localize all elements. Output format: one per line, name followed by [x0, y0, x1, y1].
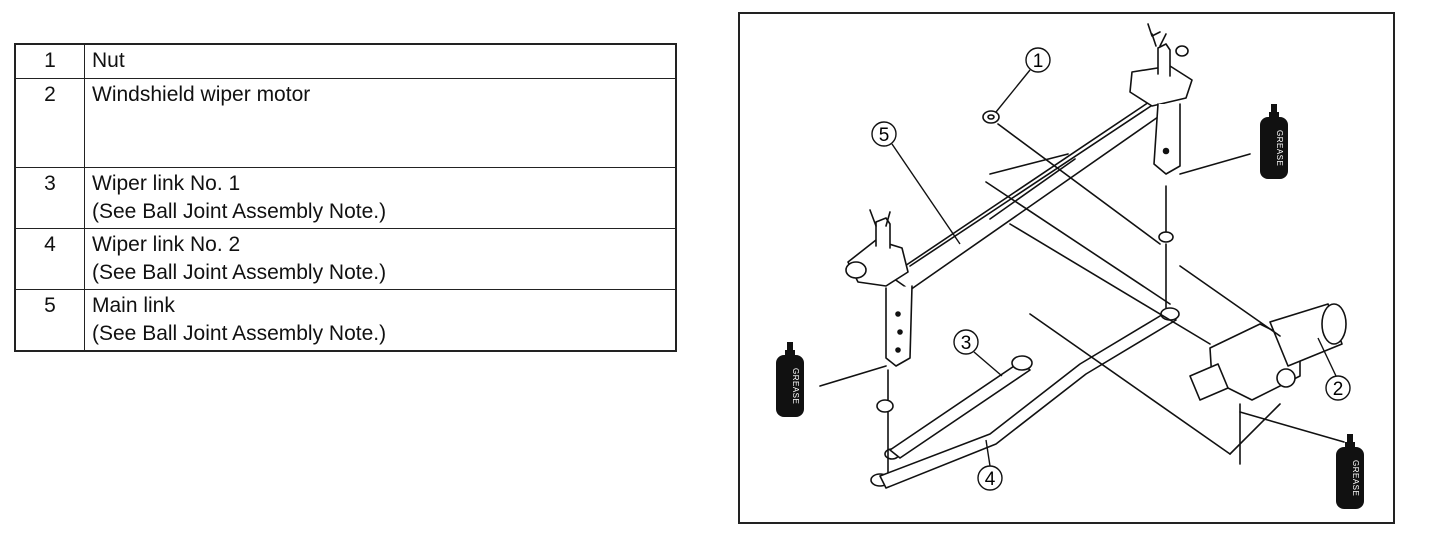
svg-text:GREASE: GREASE	[1275, 130, 1284, 166]
part-number: 1	[14, 43, 85, 79]
grease-canister-left: GREASE	[776, 342, 804, 417]
wiper-motor-drawing	[1189, 303, 1347, 401]
part-description: Wiper link No. 1 (See Ball Joint Assembl…	[84, 166, 677, 229]
svg-text:3: 3	[961, 333, 972, 354]
part-note: (See Ball Joint Assembly Note.)	[92, 260, 387, 284]
svg-text:1: 1	[1033, 51, 1044, 72]
wiper-linkage-diagram: 1 5 3 4 2	[738, 12, 1395, 524]
part-number: 2	[14, 77, 85, 168]
table-row: 4 Wiper link No. 2 (See Ball Joint Assem…	[14, 227, 677, 290]
part-name: Wiper link No. 1	[92, 171, 241, 195]
part-name: Nut	[92, 49, 125, 72]
part-description: Nut	[84, 43, 677, 79]
part-description: Main link (See Ball Joint Assembly Note.…	[84, 288, 677, 352]
callout-4: 4	[977, 439, 1003, 491]
wiper-link-2-drawing	[879, 307, 1180, 489]
svg-text:2: 2	[1333, 379, 1344, 400]
parts-table: 1 Nut 2 Windshield wiper motor 3 Wiper l…	[14, 43, 677, 352]
svg-text:4: 4	[985, 469, 996, 490]
callout-5: 5	[871, 121, 961, 245]
part-note: (See Ball Joint Assembly Note.)	[92, 199, 387, 223]
grease-canister-top-right: GREASE	[1260, 104, 1288, 179]
callout-2: 2	[1317, 337, 1351, 401]
svg-text:GREASE: GREASE	[791, 368, 800, 404]
part-name: Wiper link No. 2	[92, 232, 241, 256]
part-note: (See Ball Joint Assembly Note.)	[92, 321, 387, 345]
part-number: 5	[14, 288, 85, 352]
table-row: 3 Wiper link No. 1 (See Ball Joint Assem…	[14, 166, 677, 229]
table-row: 2 Windshield wiper motor	[14, 77, 677, 168]
callouts: 1 5 3 4 2	[871, 47, 1351, 491]
main-link-drawing	[845, 23, 1193, 367]
callout-3: 3	[953, 329, 1003, 377]
part-description: Wiper link No. 2 (See Ball Joint Assembl…	[84, 227, 677, 290]
part-name: Windshield wiper motor	[92, 82, 311, 106]
exploded-view-drawing: 1 5 3 4 2	[776, 23, 1364, 509]
callout-1: 1	[995, 47, 1051, 113]
table-row: 5 Main link (See Ball Joint Assembly Not…	[14, 288, 677, 352]
table-row: 1 Nut	[14, 43, 677, 79]
wiper-link-1-drawing	[889, 355, 1033, 459]
part-name: Main link	[92, 293, 175, 317]
nut-drawing	[982, 110, 1000, 124]
svg-text:5: 5	[879, 125, 890, 146]
grease-canister-bottom-right: GREASE	[1336, 434, 1364, 509]
part-number: 3	[14, 166, 85, 229]
svg-text:GREASE: GREASE	[1351, 460, 1360, 496]
part-number: 4	[14, 227, 85, 290]
part-description: Windshield wiper motor	[84, 77, 677, 168]
